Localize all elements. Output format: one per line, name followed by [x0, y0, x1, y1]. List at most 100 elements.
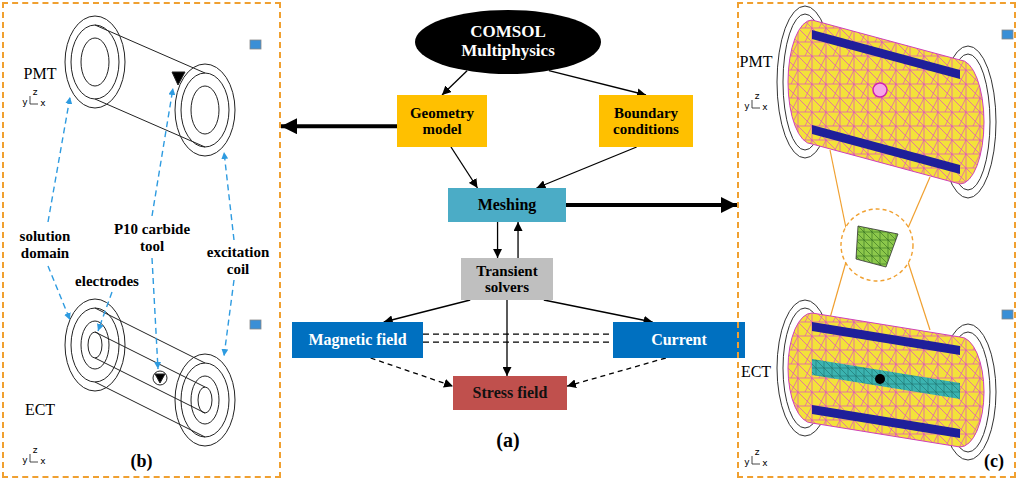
axis-label: z — [755, 448, 760, 458]
flow-arrow — [544, 300, 653, 322]
panel-letter: (a) — [496, 429, 519, 451]
ellipse-shape — [415, 10, 601, 74]
flow-arrow — [497, 222, 498, 258]
ect-mesh — [812, 322, 960, 355]
node-text: Transient solvers — [466, 263, 548, 296]
zoom-inset — [908, 177, 930, 228]
pmt-geometry — [175, 64, 235, 156]
node-text: Meshing — [478, 196, 537, 214]
ect-geometry — [88, 332, 102, 358]
ect-geometry — [71, 308, 119, 382]
pmt-geometry — [172, 72, 185, 85]
pmt-geometry — [191, 86, 219, 134]
zoom-inset — [830, 262, 846, 318]
axis-label: y — [22, 98, 27, 108]
axis-label: x — [40, 457, 45, 467]
pmt-geometry — [81, 38, 109, 86]
physics-box: Current — [613, 322, 745, 358]
axis-label: x — [762, 103, 767, 113]
flow-arrow — [567, 358, 666, 386]
ect-mesh — [788, 313, 984, 447]
coupling-line — [423, 334, 613, 342]
axis-label: z — [33, 88, 38, 98]
view-arrow — [566, 203, 737, 207]
pmt-geometry — [95, 99, 205, 147]
view-arrow — [281, 124, 397, 128]
axis-label: y — [744, 458, 749, 468]
result-box: Stress field — [453, 376, 567, 410]
window-icon — [250, 40, 261, 49]
flow-arrow — [384, 300, 471, 322]
axis-triad — [30, 96, 760, 464]
ect-geometry — [155, 374, 165, 383]
part-label: electrodes — [75, 273, 139, 290]
flow-arrow — [442, 71, 467, 95]
panel-frame: (c) — [737, 2, 1016, 478]
leader-line — [152, 258, 158, 369]
physics-box: Magnetic field — [292, 322, 423, 358]
part-label: solution domain — [10, 228, 80, 261]
process-box: Meshing — [448, 188, 566, 222]
node-text: Stress field — [473, 384, 548, 402]
flow-arrow — [517, 222, 518, 258]
node-text: Magnetic field — [308, 331, 406, 349]
node-text: Geometry model — [402, 105, 482, 138]
ect-geometry — [65, 299, 125, 391]
axis-label: y — [744, 102, 749, 112]
ect-mesh — [777, 300, 996, 460]
zoom-inset — [908, 262, 930, 330]
panel-letter: (b) — [131, 452, 153, 472]
ect-geometry — [95, 308, 205, 363]
ect-mesh — [812, 405, 960, 438]
pmt-geometry — [71, 25, 119, 99]
pmt-geometry — [65, 16, 125, 108]
ect-geometry — [95, 382, 205, 437]
process-box: Geometry model — [397, 95, 487, 147]
flow-arrow — [549, 71, 646, 95]
leader-line — [48, 97, 70, 222]
axis-triad — [30, 96, 38, 104]
window-icon — [1002, 310, 1013, 319]
ect-mesh — [812, 359, 960, 399]
ect-geometry — [175, 354, 235, 446]
node-text: Boundary conditions — [604, 105, 688, 138]
flow-arrow — [371, 358, 453, 386]
ect-geometry — [191, 376, 219, 424]
axis-label: x — [40, 99, 45, 109]
part-label: excitation coil — [200, 244, 276, 277]
panel-letter: (c) — [984, 452, 1004, 472]
leader-line — [224, 152, 234, 240]
ect-geometry — [181, 363, 229, 437]
zoom-inset — [830, 150, 846, 228]
pmt-mesh — [812, 125, 960, 174]
pmt-mesh — [788, 20, 984, 184]
axis-triad — [752, 456, 760, 464]
part-label: P10 carbide tool — [108, 221, 196, 254]
pmt-mesh — [812, 30, 960, 79]
axis-label: x — [762, 459, 767, 469]
zoom-inset — [856, 226, 898, 267]
zoom-inset — [830, 150, 930, 330]
flow-arrow — [537, 147, 637, 188]
connector-group — [281, 71, 737, 386]
ect-geometry — [95, 358, 205, 413]
leader-line — [152, 88, 173, 216]
zoom-inset — [841, 209, 913, 281]
leader-line — [224, 280, 234, 356]
pmt-mesh — [873, 83, 887, 97]
part-label: PMT — [740, 53, 773, 71]
solver-box: Transient solvers — [461, 258, 553, 300]
process-box: Boundary conditions — [599, 95, 693, 147]
ect-geometry — [81, 321, 109, 369]
axis-label: z — [33, 446, 38, 456]
ect-geometry — [153, 371, 167, 385]
window-icon — [250, 320, 261, 329]
ect-mesh — [875, 374, 885, 384]
node-text: COMSOL Multiphysics — [446, 23, 570, 60]
pmt-geometry — [95, 25, 205, 73]
part-label: ECT — [741, 363, 771, 381]
pmt-geometry — [65, 16, 235, 156]
ect-geometry — [95, 332, 205, 387]
flow-arrow — [506, 300, 507, 376]
axis-triad — [30, 454, 38, 462]
